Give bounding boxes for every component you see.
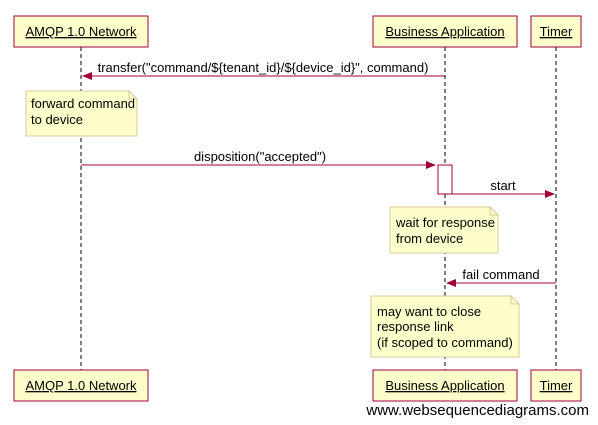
message-fail-command: fail command: [446, 267, 556, 287]
note-wait-response-line-1: wait for response: [395, 215, 495, 230]
actor-app-top-label: Business Application: [385, 24, 504, 39]
note-close-link-line-3: (if scoped to command): [377, 335, 513, 350]
note-close-link: may want to close response link (if scop…: [370, 295, 520, 358]
message-start-label: start: [490, 178, 516, 193]
activation-app: [437, 164, 453, 195]
note-forward-command-line-2: to device: [31, 112, 83, 127]
note-forward-command: forward command to device: [25, 90, 138, 137]
note-forward-command-line-1: forward command: [31, 96, 135, 111]
message-disposition: disposition("accepted"): [81, 149, 436, 169]
actor-timer-top-label: Timer: [540, 24, 573, 39]
actor-app-top: Business Application: [372, 15, 518, 48]
watermark: www.websequencediagrams.com: [365, 402, 589, 419]
actor-network-bottom-label: AMQP 1.0 Network: [25, 378, 137, 393]
message-disposition-label: disposition("accepted"): [194, 149, 326, 164]
note-wait-response: wait for response from device: [389, 206, 499, 254]
actor-network-top: AMQP 1.0 Network: [13, 15, 149, 48]
actor-timer-bottom: Timer: [530, 369, 582, 402]
actor-timer-top: Timer: [530, 15, 582, 48]
actor-network-top-label: AMQP 1.0 Network: [25, 24, 137, 39]
message-transfer-label: transfer("command/${tenant_id}/${device_…: [98, 60, 429, 75]
note-close-link-line-1: may want to close: [377, 304, 481, 319]
actor-network-bottom: AMQP 1.0 Network: [13, 369, 149, 402]
note-wait-response-line-2: from device: [396, 231, 463, 246]
message-fail-command-label: fail command: [462, 267, 539, 282]
note-close-link-line-2: response link: [377, 319, 454, 334]
message-start: start: [452, 178, 555, 198]
actor-timer-bottom-label: Timer: [540, 378, 573, 393]
message-transfer: transfer("command/${tenant_id}/${device_…: [82, 60, 445, 80]
actor-app-bottom: Business Application: [372, 369, 518, 402]
actor-app-bottom-label: Business Application: [385, 378, 504, 393]
